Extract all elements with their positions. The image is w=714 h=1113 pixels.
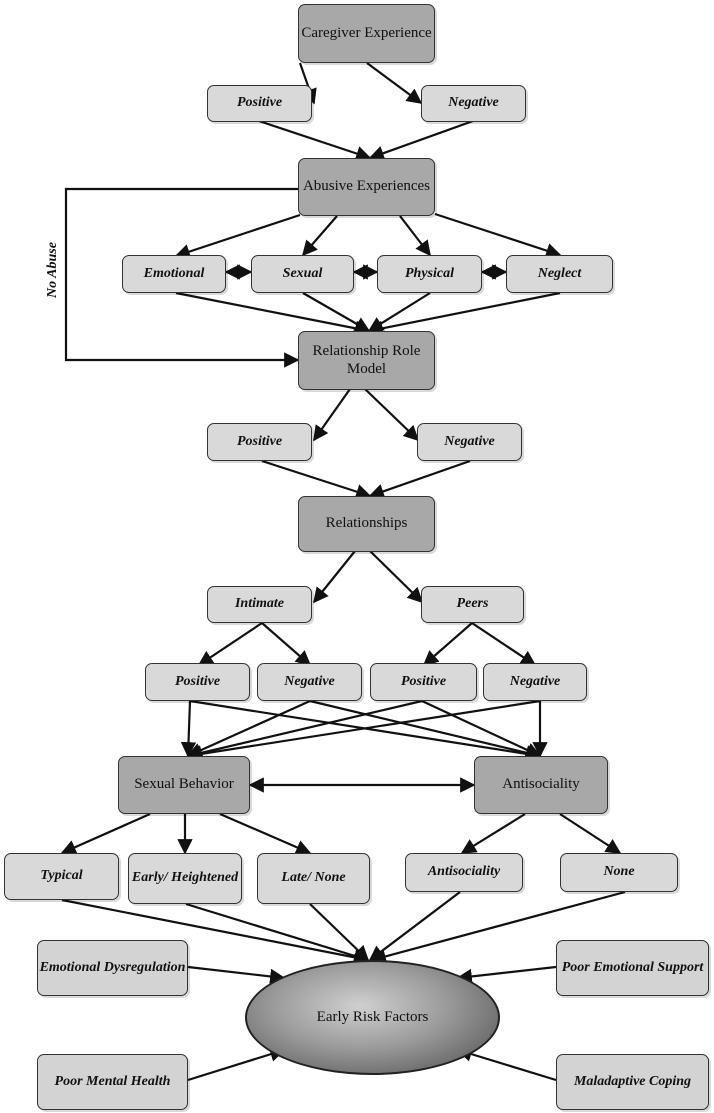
edge-mental-risk [187, 1046, 286, 1082]
edge-neglect-rolemodel [367, 291, 561, 336]
early-heightened-node: Early/ Heightened [128, 853, 242, 904]
typical-node: Typical [4, 853, 119, 900]
edge-relationships-intimate [313, 550, 356, 604]
edge-antiout-risk [368, 891, 461, 961]
edge-support-risk [456, 965, 557, 985]
intimate-negative-node: Negative [257, 663, 362, 701]
edge-ppos-anti [421, 700, 542, 758]
edge-abusive-emotional [174, 213, 301, 259]
edge-ipos-sexbeh [180, 700, 197, 758]
edge-ppos-sexbeh [186, 699, 423, 761]
edge-negative-abusive [368, 119, 474, 161]
caregiver-experience-node: Caregiver Experience [298, 4, 435, 63]
none-node: None [560, 853, 678, 892]
edge-ineg-sexbeh [186, 699, 311, 758]
edge-anti-antiout [460, 813, 526, 854]
intimate-positive-node: Positive [145, 663, 250, 701]
emotional-node: Emotional [122, 255, 226, 293]
peers-negative-node: Negative [483, 663, 587, 701]
edge-pneg-sexbeh [186, 699, 541, 762]
edge-abusive-physical [399, 215, 431, 257]
edge-early-risk [185, 902, 370, 964]
peers-positive-node: Positive [370, 663, 477, 701]
edge-abusive-sexual [301, 215, 338, 257]
edge-rolemodel-negative [364, 388, 420, 442]
edge-coping-risk [456, 1046, 557, 1082]
no-abuse-label: No Abuse [45, 242, 60, 298]
caregiver-positive-node: Positive [207, 85, 312, 122]
antisociality-outcome-node: Antisociality [405, 853, 523, 892]
edge-sexual-rolemodel [302, 292, 371, 332]
edge-intimate-positive [197, 622, 263, 666]
early-risk-factors-ellipse: Early Risk Factors [245, 960, 500, 1075]
edge-sexbeh-typical [60, 812, 151, 855]
relationships-node: Relationships [298, 496, 435, 552]
edge-no-abuse [64, 187, 300, 368]
edge-anti-none [559, 813, 622, 854]
edge-rmpos-relationships [261, 459, 372, 500]
edge-none-risk [370, 890, 626, 964]
edge-relationships-peers [369, 550, 424, 604]
edge-positive-abusive [258, 119, 372, 161]
relationship-role-model-node: Relationship Role Model [298, 331, 435, 390]
peers-node: Peers [421, 586, 524, 623]
edge-intimate-negative [261, 622, 312, 667]
neglect-node: Neglect [506, 255, 613, 293]
edge-sexbeh-late [219, 812, 312, 855]
edge-emodys-risk [187, 965, 286, 985]
sexual-behavior-node: Sexual Behavior [118, 756, 250, 814]
late-none-node: Late/ None [257, 853, 370, 904]
physical-node: Physical [377, 255, 482, 293]
edge-rmneg-relationships [368, 459, 471, 499]
rolemodel-negative-node: Negative [417, 423, 522, 461]
sexual-node: Sexual [251, 255, 354, 293]
edge-typical-risk [61, 898, 370, 965]
emotional-dysregulation-node: Emotional Dysregulation [37, 940, 188, 996]
edge-peers-negative [471, 622, 537, 666]
abusive-experiences-node: Abusive Experiences [298, 158, 435, 216]
edge-late-risk [309, 903, 370, 962]
edge-rolemodel-positive [313, 388, 351, 442]
antisociality-node: Antisociality [474, 756, 608, 814]
edge-peers-positive [422, 622, 473, 667]
edge-abusive-neglect [434, 212, 562, 258]
poor-emotional-support-node: Poor Emotional Support [556, 940, 709, 996]
caregiver-negative-node: Negative [421, 85, 526, 122]
edge-caregiver-negative [366, 62, 423, 104]
intimate-node: Intimate [207, 586, 312, 623]
maladaptive-coping-node: Maladaptive Coping [556, 1054, 709, 1110]
rolemodel-positive-node: Positive [207, 423, 312, 461]
poor-mental-health-node: Poor Mental Health [37, 1054, 188, 1110]
edge-ineg-anti [309, 699, 542, 761]
edge-emotional-rolemodel [175, 291, 371, 336]
